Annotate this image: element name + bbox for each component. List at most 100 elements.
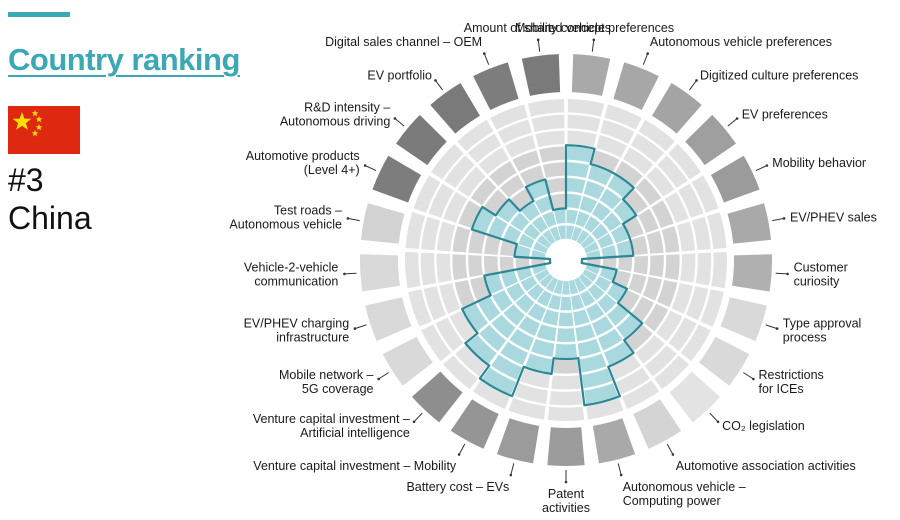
label-dot [483, 52, 486, 55]
chart-cell [657, 279, 678, 308]
chart-cell [489, 161, 517, 187]
chart-cell [607, 174, 633, 198]
chart-cell [534, 269, 550, 282]
label-dot [536, 38, 540, 42]
category-label: CO₂ legislation [722, 419, 805, 433]
category-label-line: infrastructure [276, 331, 349, 345]
chart-cell [515, 294, 535, 314]
category-label-line: Artificial intelligence [300, 426, 410, 440]
label-leader [727, 118, 738, 127]
category-label-line: Battery cost – EVs [406, 480, 509, 494]
chart-cell [592, 315, 614, 336]
chart-cell [408, 289, 432, 327]
chart-cell [492, 289, 513, 312]
category-label: Venture capital investment –Artificial i… [253, 412, 410, 440]
chart-cell [514, 383, 548, 404]
chart-cell [635, 335, 665, 364]
chart-cell [542, 162, 565, 179]
chart-cell [468, 230, 486, 254]
chart-cell [531, 114, 565, 132]
chart-cell [531, 249, 546, 259]
label-dot [346, 217, 350, 220]
chart-cell [591, 223, 609, 240]
category-label-line: R&D intensity – [304, 101, 390, 115]
category-label-line: Automotive products [246, 149, 360, 163]
category-label-line: Test roads – [274, 203, 342, 217]
chart-cell [562, 281, 570, 295]
chart-cell [638, 119, 675, 152]
chart-cell [599, 267, 616, 281]
chart-cell [567, 162, 590, 179]
chart-cell [580, 290, 596, 307]
chart-cell [597, 233, 614, 249]
label-dot [592, 38, 596, 42]
category-label: Amount of shared vehicles [464, 21, 611, 35]
category-label-line: activities [542, 501, 590, 515]
chart-cell [499, 256, 515, 272]
chart-cell [619, 289, 640, 312]
chart-cell [491, 314, 516, 339]
category-label-line: communication [254, 274, 338, 288]
chart-cell [567, 146, 593, 163]
chart-cell [501, 270, 518, 288]
chart-cell [431, 143, 464, 180]
chart-cell [512, 150, 540, 172]
value-outline [461, 144, 644, 407]
chart-cell [482, 367, 517, 395]
chart-cell [567, 130, 597, 148]
outer-ring-segment [571, 54, 611, 96]
outer-ring-segment [633, 399, 682, 449]
label-dot [752, 377, 755, 381]
label-leader [394, 118, 405, 127]
chart-cell [557, 225, 566, 240]
label-leader [743, 372, 754, 380]
outer-ring-segment [727, 203, 772, 244]
chart-cell [584, 241, 599, 254]
label-dot [377, 377, 380, 381]
chart-cell [500, 341, 528, 366]
label-leader [775, 272, 788, 275]
chart-cell [579, 353, 607, 373]
chart-cell [490, 104, 528, 130]
label-dot [695, 79, 698, 82]
chart-cell [680, 253, 696, 283]
category-label: Automotive products(Level 4+) [246, 149, 360, 177]
outer-ring-segment [430, 83, 480, 134]
chart-cell [553, 279, 564, 295]
chart-cell [510, 188, 533, 210]
label-leader [364, 165, 377, 172]
chart-cell [604, 341, 632, 366]
chart-cell [420, 252, 437, 286]
chart-cell [556, 328, 576, 342]
chart-cell [439, 283, 461, 314]
chart-cell [609, 354, 641, 380]
chart-cell [452, 254, 468, 280]
outer-ring-segment [592, 418, 636, 464]
chart-cell [613, 200, 635, 223]
chart-cell [421, 216, 441, 251]
chart-cell [635, 178, 662, 206]
chart-cell [664, 191, 689, 223]
chart-cell [558, 312, 574, 327]
chart-cell [621, 380, 660, 409]
chart-cell [519, 368, 551, 389]
chart-cell [499, 240, 516, 257]
chart-cell [484, 255, 499, 275]
chart-cell [646, 230, 664, 254]
value-outline-path [461, 144, 644, 407]
chart-cell [616, 240, 633, 257]
outer-ring-segment [372, 155, 422, 203]
chart-cell [554, 343, 578, 358]
chart-cell [592, 150, 620, 172]
chart-cell [700, 289, 724, 327]
outer-ring-segment [613, 62, 659, 111]
category-label-line: EV portfolio [367, 69, 432, 83]
chart-cell [485, 273, 504, 295]
chart-cell [661, 226, 680, 253]
label-leader [765, 324, 778, 330]
chart-cell [436, 221, 456, 252]
chart-cell [654, 355, 689, 390]
